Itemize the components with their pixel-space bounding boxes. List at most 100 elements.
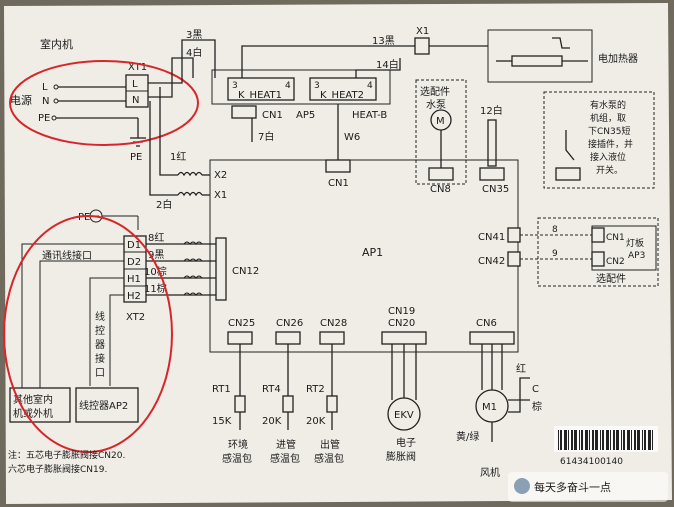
cn6-connector [469, 331, 515, 345]
ap1-label: AP1 [362, 246, 383, 259]
cn25-label: CN25 [228, 318, 255, 329]
rt1-value: 15K [212, 416, 232, 427]
barcode-bar [652, 430, 653, 450]
barcode-bar [623, 430, 625, 450]
barcode-bar [574, 430, 577, 450]
cn1-mid-label: CN1 [328, 178, 349, 189]
level-switch [565, 130, 575, 161]
heater-thermal-switch [552, 37, 570, 49]
other-unit-l1: 其他室内 [13, 393, 53, 406]
d1-label: D1 [127, 240, 141, 251]
w6-label: W6 [344, 132, 360, 143]
optional-light-label: 选配件 [596, 272, 626, 285]
h1-label: H1 [127, 274, 141, 285]
m1-label: M1 [482, 402, 497, 413]
heater-label: 电加热器 [598, 52, 638, 65]
wire-2-white [149, 101, 178, 196]
barcode-bar [589, 430, 590, 450]
sensor-env-l2: 感温包 [222, 452, 252, 465]
wire-3-black [148, 39, 216, 84]
wired-controller-label: 线控器AP2 [79, 399, 128, 412]
barcode-bar [644, 430, 646, 450]
note-bottom-line2: 六芯电子膨胀阀接CN19. [8, 463, 107, 475]
wired-port-2: 控 [95, 324, 105, 337]
cn12-connector [215, 237, 227, 301]
heater-element [511, 55, 563, 67]
note-line-5: 接入液位 [590, 151, 626, 163]
cn1-top-connector [231, 105, 257, 119]
note-line-1: 有水泵的 [590, 99, 626, 111]
rt4-thermistor [282, 395, 294, 413]
indoor-unit-label: 室内机 [40, 37, 73, 51]
rt1-thermistor [234, 395, 246, 413]
rt2-thermistor [326, 395, 338, 413]
wire-8-label: 8红 [148, 231, 164, 244]
ap3-cn2: CN2 [606, 257, 625, 267]
ap3-wire-8: 8 [552, 225, 558, 235]
wire-7-label: 7白 [258, 130, 274, 143]
cn26-label: CN26 [276, 318, 303, 329]
cn35-jumper [487, 119, 497, 167]
cn26-connector [275, 331, 301, 345]
wire-13-label: 13黑 [372, 35, 395, 47]
cn20-label: CN20 [388, 318, 415, 329]
pump-m: M [436, 116, 445, 127]
rt1-label: RT1 [212, 384, 231, 395]
cn20-connector [381, 331, 427, 345]
rt4-value: 20K [262, 416, 282, 427]
xt1-N: N [132, 95, 139, 106]
fan-label: 风机 [480, 466, 500, 479]
barcode-bar [579, 430, 580, 450]
barcode-bar [571, 430, 573, 450]
barcode: 61434100140 [554, 426, 658, 467]
comm-port-label: 通讯线接口 [42, 249, 92, 262]
x1-top-connector [414, 37, 430, 55]
barcode-bar [613, 430, 615, 450]
ekv-label: EKV [394, 410, 414, 421]
barcode-bar [600, 430, 601, 450]
rt4-label: RT4 [262, 384, 281, 395]
rt2-value: 20K [306, 416, 326, 427]
wire-4-white [148, 57, 194, 98]
k-heat2-relay [309, 77, 377, 101]
barcode-bar [581, 430, 583, 450]
h2-label: H2 [127, 291, 141, 302]
wire-12-label: 12白 [480, 104, 503, 117]
ap5-label: AP5 [296, 110, 315, 121]
pump-optional-l1: 选配件 [420, 85, 450, 98]
cn42-connector [507, 251, 521, 267]
line-PE-label: PE [38, 113, 50, 124]
wired-port-4: 接 [95, 352, 105, 365]
rt2-label: RT2 [306, 384, 325, 395]
other-unit-l2: 机或外机 [13, 407, 53, 420]
note-line-2: 机组，取 [590, 112, 626, 124]
sensor-out-l1: 出管 [320, 438, 340, 451]
note-line-6: 开关。 [596, 164, 623, 176]
wire-4-label: 4白 [186, 46, 202, 59]
k1-pin3: 3 [232, 81, 238, 91]
ap3-cn1: CN1 [606, 233, 625, 243]
capacitor-label: C [532, 384, 539, 395]
line-N-label: N [42, 96, 49, 107]
cn1-mid-connector [325, 159, 351, 173]
barcode-bar [610, 430, 611, 450]
barcode-bar [558, 430, 559, 450]
cn35-label: CN35 [482, 184, 509, 195]
barcode-bar [585, 430, 588, 450]
barcode-number: 61434100140 [560, 457, 623, 467]
pump-optional-l2: 水泵 [426, 99, 446, 111]
barcode-bar [592, 430, 594, 450]
sensor-out-l2: 感温包 [314, 452, 344, 465]
barcode-bar [616, 430, 619, 450]
d2-label: D2 [127, 257, 141, 268]
cn8-label: CN8 [430, 184, 451, 195]
sensor-in-l1: 进管 [276, 438, 296, 451]
cn19-label: CN19 [388, 306, 415, 317]
line-L-label: L [42, 82, 48, 93]
barcode-bar [648, 430, 651, 450]
barcode-bar [637, 430, 640, 450]
wire-13-black [241, 45, 415, 78]
xt1-label: XT1 [128, 62, 147, 73]
watermark-label: 每天多奋斗一点 [534, 480, 611, 494]
